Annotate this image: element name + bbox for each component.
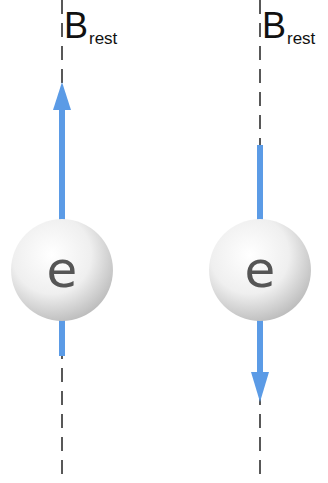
spin-arrow-tail	[257, 145, 263, 222]
particle-symbol: e	[47, 245, 78, 295]
spin-arrow-tail	[59, 318, 65, 356]
spin-arrow-shaft	[59, 106, 65, 222]
spin-arrowhead	[53, 82, 71, 110]
field-subscript: rest	[287, 30, 315, 47]
field-symbol: B	[262, 8, 286, 44]
spin-arrowhead	[251, 372, 269, 402]
field-symbol: B	[64, 8, 88, 44]
particle-symbol: e	[245, 245, 276, 295]
spin-arrow-shaft	[257, 318, 263, 376]
electron-sphere: e	[208, 218, 312, 322]
electron-sphere: e	[10, 218, 114, 322]
field-subscript: rest	[89, 30, 117, 47]
